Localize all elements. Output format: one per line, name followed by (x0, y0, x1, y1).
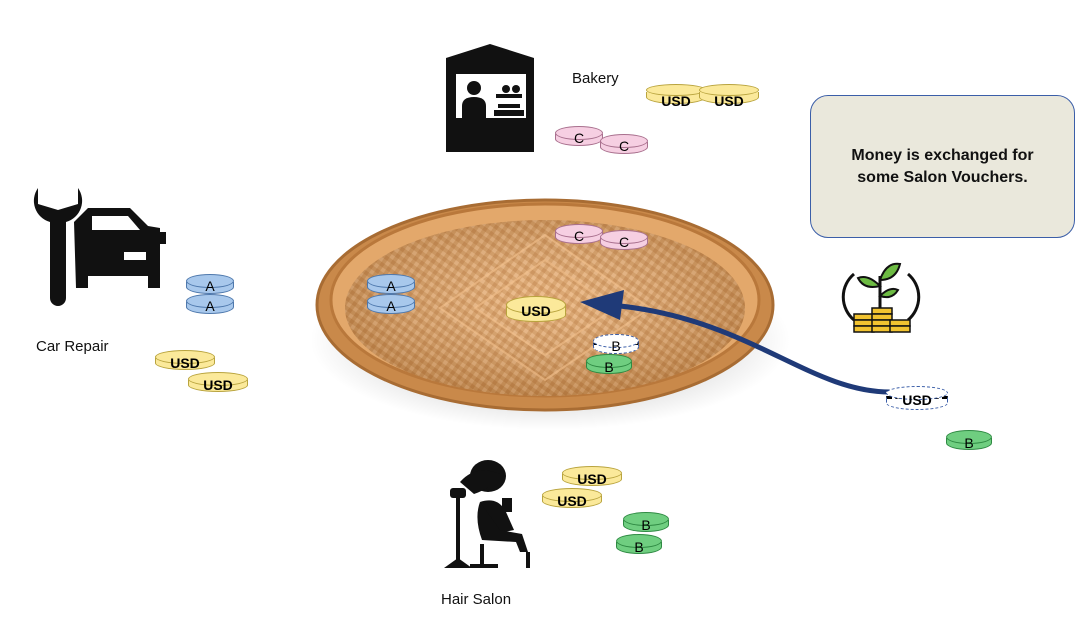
a-voucher-token: A (367, 294, 415, 314)
c-voucher-token: C (555, 126, 603, 146)
note-box: Money is exchanged for some Salon Vouche… (810, 95, 1075, 238)
usd-ghost-token: USD (886, 386, 948, 410)
usd-token: USD (155, 350, 215, 371)
c-voucher-token: C (555, 224, 603, 244)
usd-token-label: USD (577, 471, 607, 487)
c-token-label: C (573, 228, 585, 244)
hair-salon-icon (444, 460, 530, 568)
a-token-label: A (386, 298, 396, 314)
usd-token: USD (646, 84, 706, 109)
usd-token-label: USD (170, 355, 200, 371)
b-token-label: B (634, 539, 644, 555)
market-stall-icon (446, 44, 534, 152)
hair-salon-label: Hair Salon (441, 591, 512, 608)
b-voucher-token: B (616, 534, 662, 555)
b-voucher-token: B (586, 354, 632, 375)
c-token-label: C (618, 138, 630, 154)
usd-token-label: USD (521, 303, 551, 319)
a-token-label: A (386, 278, 396, 294)
usd-token-label: USD (557, 493, 587, 509)
a-voucher-token: A (367, 274, 415, 294)
usd-token: USD (506, 296, 566, 322)
usd-token: USD (542, 488, 602, 509)
usd-token: USD (562, 466, 622, 487)
note-text: Money is exchanged for some Salon Vouche… (851, 146, 1034, 186)
woven-basket-image (310, 198, 790, 430)
a-voucher-token: A (186, 294, 234, 314)
car-repair-icon (33, 186, 166, 306)
usd-token: USD (188, 372, 248, 393)
b-voucher-token: B (623, 512, 669, 533)
car-repair-label: Car Repair (36, 338, 109, 355)
b-token-label: B (964, 435, 974, 451)
a-token-label: A (205, 278, 215, 294)
c-voucher-token: C (600, 134, 648, 154)
usd-token-label: USD (203, 377, 233, 393)
usd-token: USD (699, 84, 759, 109)
b-token-label: B (611, 338, 621, 354)
b-voucher-ghost-token: B (593, 334, 639, 354)
a-voucher-token: A (186, 274, 234, 294)
a-token-label: A (205, 298, 215, 314)
usd-token-label: USD (661, 93, 691, 109)
b-token-label: B (641, 517, 651, 533)
c-token-label: C (618, 234, 630, 250)
c-voucher-token: C (600, 230, 648, 250)
b-voucher-token: B (946, 430, 992, 451)
usd-token-label: USD (902, 392, 932, 408)
plant-coins-icon (841, 262, 921, 333)
transfer-arrow (580, 290, 891, 395)
c-token-label: C (573, 130, 585, 146)
bakery-label: Bakery (572, 70, 619, 87)
b-token-label: B (604, 359, 614, 375)
usd-token-label: USD (714, 93, 744, 109)
